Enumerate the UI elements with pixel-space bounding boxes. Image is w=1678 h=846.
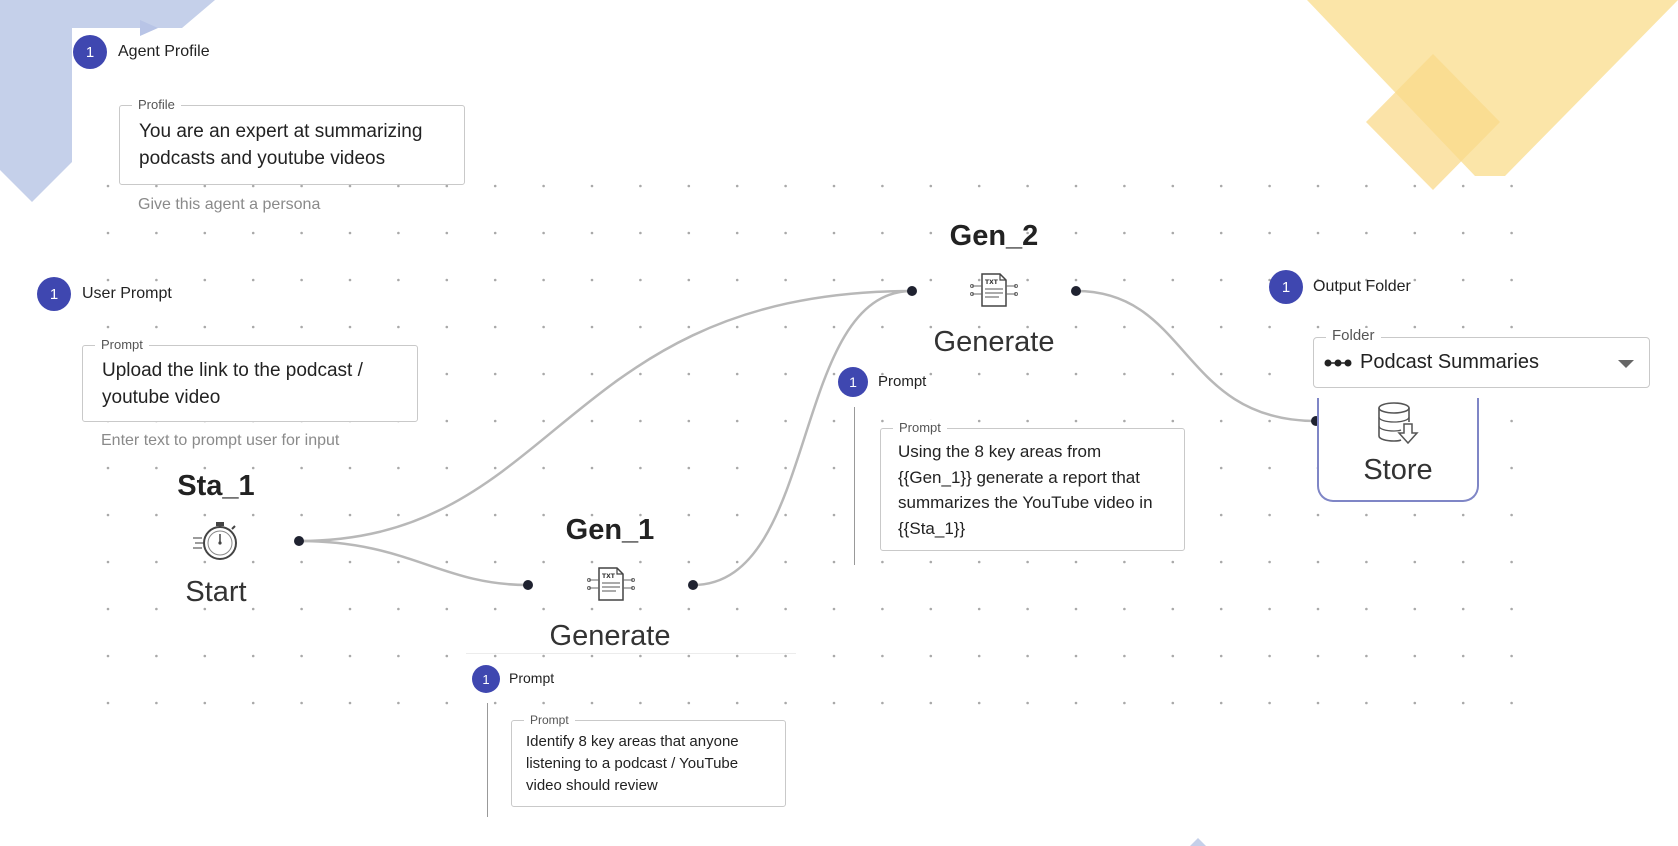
svg-text:TXT: TXT (985, 279, 999, 286)
gen2-prompt-title: Prompt (878, 373, 927, 390)
step-number: 1 (49, 285, 59, 303)
store-node[interactable]: Store (1317, 398, 1479, 502)
folder-select[interactable]: Folder Podcast Summaries (1313, 328, 1650, 388)
text-document-icon: TXT (970, 273, 1018, 307)
user-prompt-title: User Prompt (82, 285, 172, 302)
user-prompt-field-label: Prompt (95, 337, 149, 353)
agent-profile-step-badge: 1 (73, 35, 107, 69)
folder-select-value: Podcast Summaries (1360, 351, 1539, 373)
user-prompt-step-badge: 1 (37, 277, 71, 311)
output-folder-step-badge: 1 (1269, 270, 1303, 304)
more-dots-icon (1324, 359, 1352, 367)
user-prompt-field[interactable]: Prompt Upload the link to the podcast / … (82, 337, 418, 422)
database-download-icon (1378, 402, 1419, 445)
gen2-input-port[interactable] (907, 286, 917, 296)
gen1-prompt-field[interactable]: Prompt Identify 8 key areas that anyone … (511, 712, 786, 807)
output-folder-title: Output Folder (1313, 278, 1411, 295)
gen1-prompt-connector-line (487, 703, 488, 817)
edge-gen2-to-store[interactable] (1075, 289, 1317, 423)
profile-field-value: You are an expert at summarizing podcast… (139, 121, 423, 169)
gen1-node-type: Generate (549, 620, 671, 652)
user-prompt-field-value: Upload the link to the podcast / youtube… (102, 360, 363, 408)
gen2-node-type: Generate (933, 326, 1055, 358)
gen2-output-port[interactable] (1071, 286, 1081, 296)
gen1-prompt-field-value: Identify 8 key areas that anyone listeni… (526, 733, 739, 794)
gen2-node-id: Gen_2 (949, 220, 1039, 252)
start-output-port[interactable] (294, 536, 304, 546)
gen1-prompt-step-badge: 1 (472, 665, 500, 693)
gen1-prompt-field-label: Prompt (524, 712, 575, 728)
step-number: 1 (849, 374, 857, 390)
gen1-input-port[interactable] (523, 580, 533, 590)
step-number: 1 (482, 671, 490, 687)
edge-gen1-to-gen2[interactable] (692, 289, 913, 587)
agent-profile-title: Agent Profile (118, 43, 210, 60)
user-prompt-helper-text: Enter text to prompt user for input (101, 432, 340, 449)
profile-field[interactable]: Profile You are an expert at summarizing… (119, 97, 465, 185)
edge-start-to-gen2[interactable] (298, 289, 913, 543)
gen2-prompt-field[interactable]: Prompt Using the 8 key areas from {{Gen_… (880, 420, 1185, 551)
start-node-type: Start (185, 576, 247, 608)
gen1-output-port[interactable] (688, 580, 698, 590)
store-node-type: Store (1363, 454, 1433, 486)
gen1-divider (466, 653, 796, 654)
stopwatch-icon (193, 522, 237, 560)
step-number: 1 (1281, 278, 1291, 296)
gen2-prompt-connector-line (854, 407, 855, 565)
folder-select-label: Folder (1326, 328, 1381, 344)
edge-start-to-gen1[interactable] (298, 539, 529, 587)
text-document-icon: TXT (587, 567, 635, 601)
gen2-prompt-step-badge: 1 (838, 367, 868, 397)
gen2-prompt-field-value: Using the 8 key areas from {{Gen_1}} gen… (898, 442, 1153, 538)
profile-field-label: Profile (132, 97, 181, 113)
chevron-down-icon[interactable] (1618, 360, 1634, 368)
step-number: 1 (85, 43, 95, 61)
gen2-prompt-field-label: Prompt (893, 420, 947, 436)
profile-helper-text: Give this agent a persona (138, 196, 321, 213)
svg-text:TXT: TXT (602, 573, 616, 580)
gen1-node-id: Gen_1 (565, 514, 655, 546)
start-node-id: Sta_1 (177, 470, 255, 502)
gen1-prompt-title: Prompt (509, 670, 555, 686)
